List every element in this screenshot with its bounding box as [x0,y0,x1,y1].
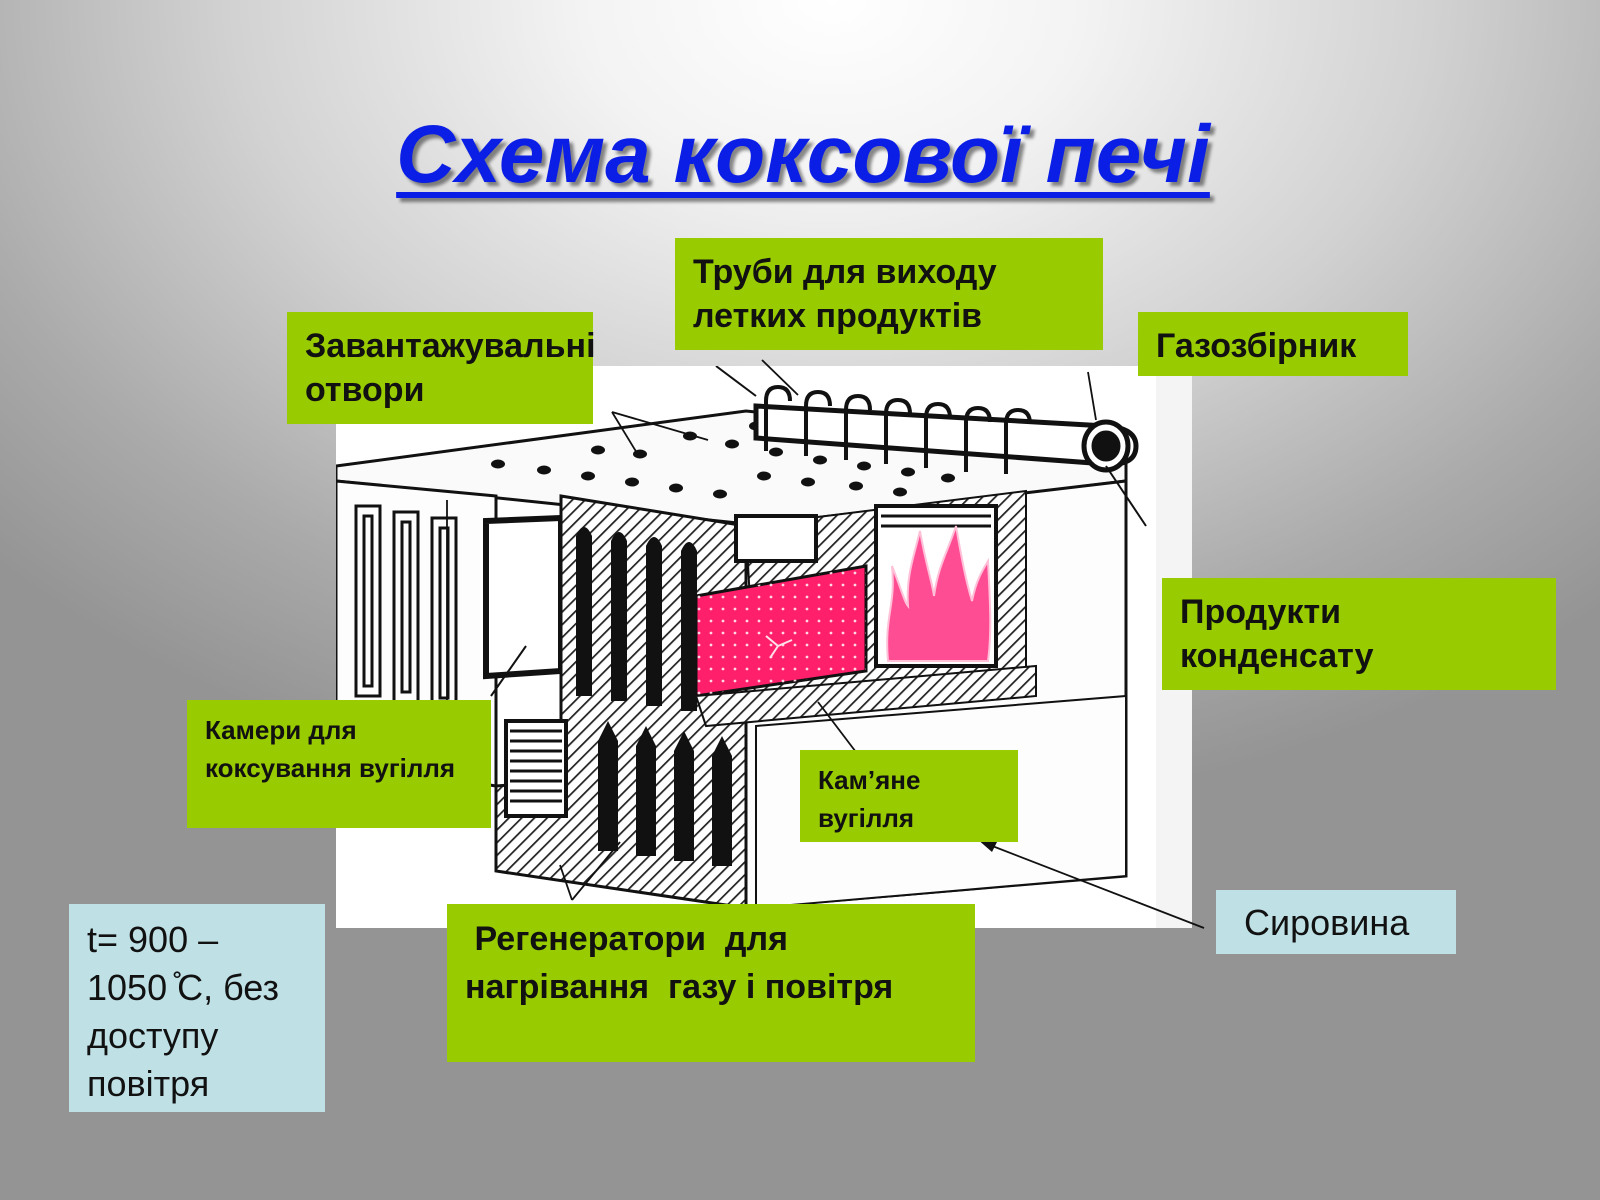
label-pipes: Труби для виходу летких продуктів [675,238,1103,350]
slide-title: Схема коксової печі [396,109,1210,200]
leader-loading-holes-2 [611,411,709,441]
temperature-note: t= 900 – 1050 ̊С, без доступу повітря [69,904,325,1112]
leader-gas-collector [1087,371,1097,421]
leader-raw-material [981,841,1205,929]
label-regenerators: Регенератори для нагрівання газу і повіт… [447,904,975,1062]
label-coal: Кам’яне вугілля [800,750,1018,842]
label-condensate: Продукти конденсату [1162,578,1556,690]
label-gas-collector: Газозбірник [1138,312,1408,376]
flame [886,525,992,662]
coke-oven-diagram [336,366,1192,928]
loading-holes-group [491,421,955,499]
leader-loading-holes-1 [611,411,641,459]
leader-regenerators-2 [571,841,621,901]
label-raw-material: Сировина [1216,890,1456,954]
label-coking-chambers: Камери для коксування вугілля [187,700,491,828]
leader-regenerators-1 [559,864,573,901]
leader-pipes [761,359,799,396]
regenerator-grill [504,719,568,818]
label-loading-holes: Завантажувальні отвори [287,312,596,424]
gas-collector-pipe [753,403,1139,473]
